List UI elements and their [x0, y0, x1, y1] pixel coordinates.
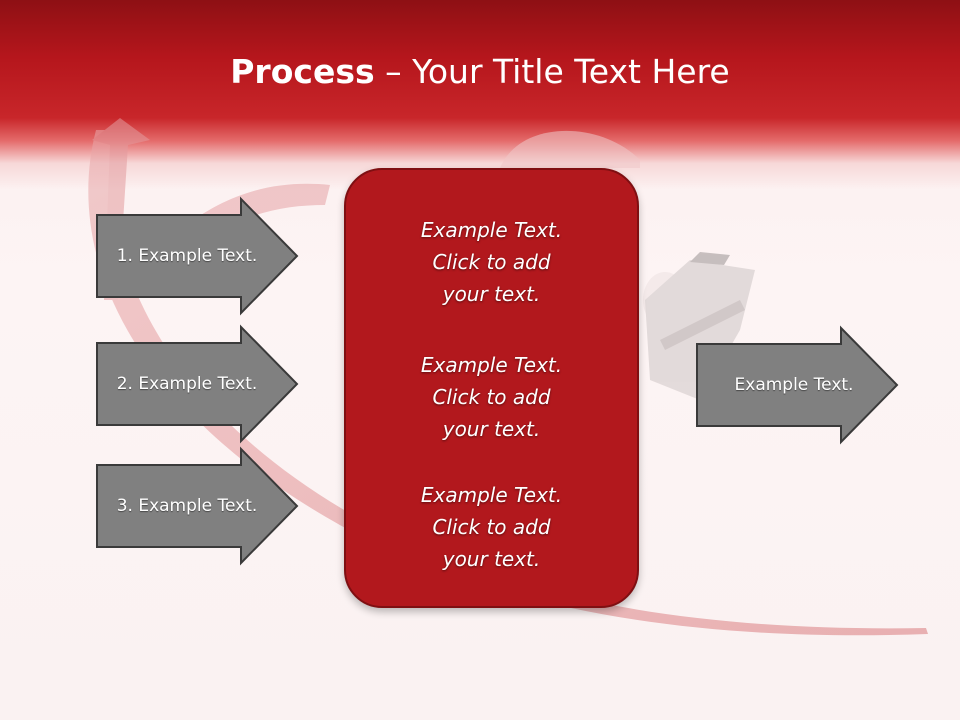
input-arrow-label: 2. Example Text. — [116, 374, 258, 394]
title-rest: – Your Title Text Here — [374, 52, 730, 91]
process-text-line: your text. — [442, 547, 541, 571]
input-arrow-2[interactable]: 2. Example Text. — [96, 324, 299, 444]
page-title: Process – Your Title Text Here — [0, 52, 960, 91]
input-arrow-label: 1. Example Text. — [116, 246, 258, 266]
process-text-line: Click to add — [432, 250, 551, 274]
output-arrow-label: Example Text. — [734, 375, 854, 395]
title-banner — [0, 0, 960, 190]
process-text-line: Click to add — [432, 515, 551, 539]
input-arrow-1[interactable]: 1. Example Text. — [96, 196, 299, 316]
input-arrow-3[interactable]: 3. Example Text. — [96, 446, 299, 566]
process-text-line: Example Text. — [420, 483, 563, 507]
title-bold: Process — [230, 52, 375, 91]
input-arrow-label: 3. Example Text. — [116, 496, 258, 516]
process-text-line: Example Text. — [420, 218, 563, 242]
process-text-block-2[interactable]: Example Text. Click to add your text. — [346, 349, 637, 445]
process-text-line: your text. — [442, 417, 541, 441]
process-text-line: Click to add — [432, 385, 551, 409]
output-arrow[interactable]: Example Text. — [696, 325, 899, 445]
process-text-block-3[interactable]: Example Text. Click to add your text. — [346, 479, 637, 575]
process-text-block-1[interactable]: Example Text. Click to add your text. — [346, 214, 637, 310]
process-text-line: Example Text. — [420, 353, 563, 377]
process-box[interactable]: Example Text. Click to add your text. Ex… — [344, 168, 639, 608]
process-text-line: your text. — [442, 282, 541, 306]
